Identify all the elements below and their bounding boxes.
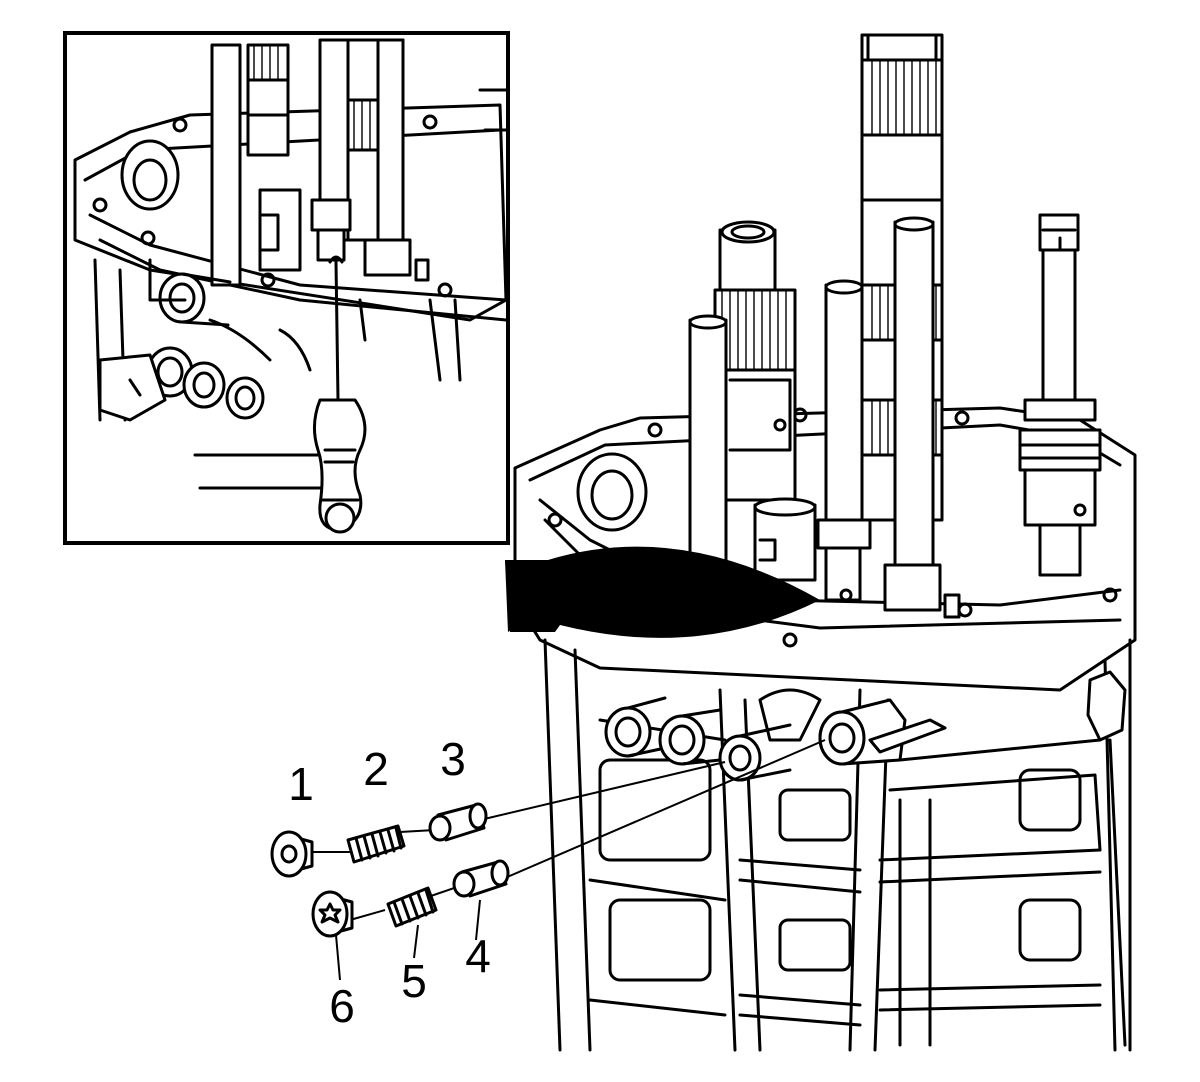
spring-lower	[386, 886, 438, 928]
spring-upper	[346, 824, 406, 864]
callout-5: 5	[401, 955, 427, 1007]
callout-4: 4	[465, 930, 491, 982]
detent-pin-lower	[452, 859, 510, 898]
reference-arrow	[505, 546, 820, 638]
detent-pin-upper	[428, 802, 488, 842]
callout-2: 2	[363, 743, 389, 795]
callout-3: 3	[440, 733, 466, 785]
shafts-and-rails	[688, 33, 1102, 622]
callout-labels: 1 2 3 4 5 6	[288, 733, 491, 1032]
plug-upper	[270, 830, 314, 878]
callout-1: 1	[288, 758, 314, 810]
plug-lower	[311, 890, 354, 938]
callout-6: 6	[329, 980, 355, 1032]
detent-parts	[270, 739, 826, 981]
inset-view	[63, 31, 510, 545]
